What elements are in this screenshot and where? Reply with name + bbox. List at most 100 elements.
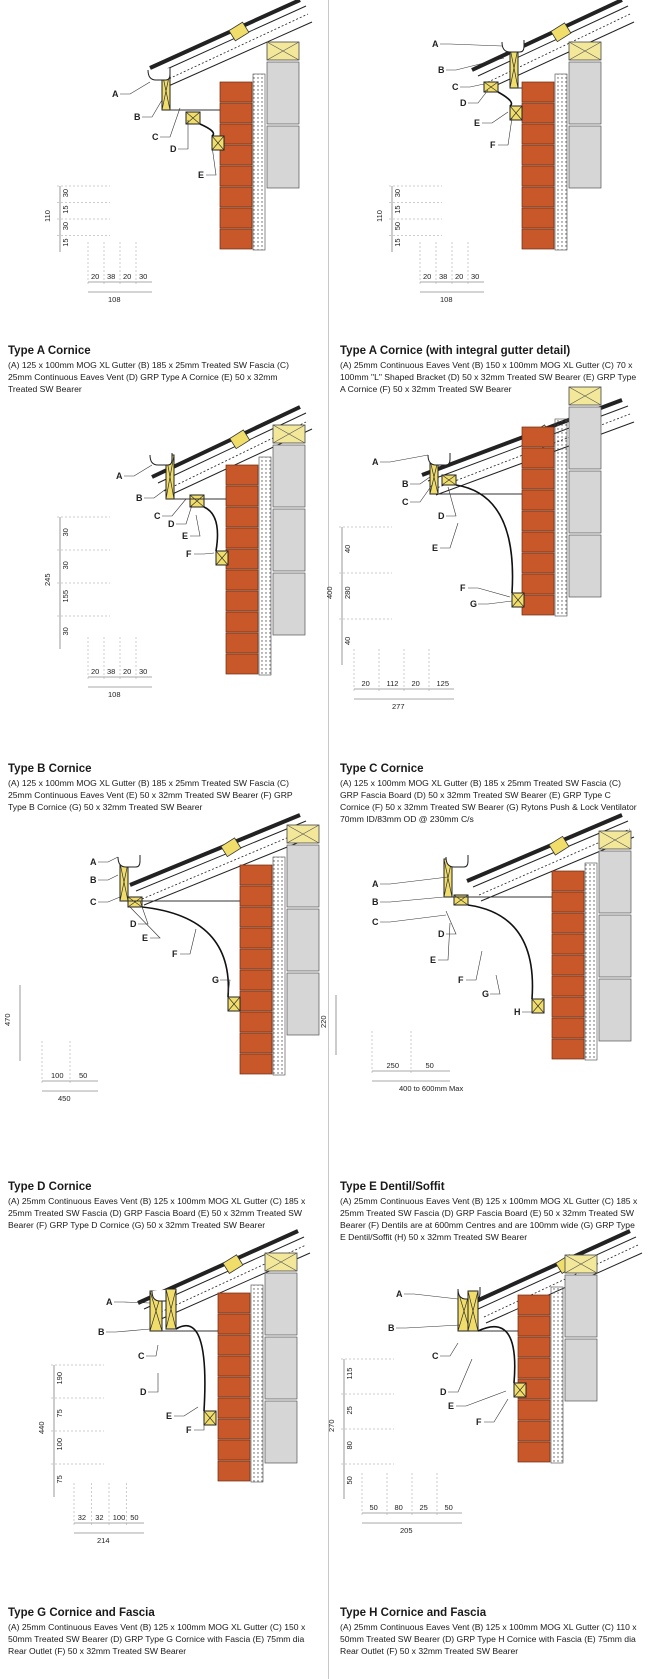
caption: Type G Cornice and Fascia (A) 25mm Conti… bbox=[8, 1607, 308, 1657]
dim-horizontal-total: 214 bbox=[97, 1536, 110, 1545]
leader-line bbox=[490, 974, 501, 995]
leader-line bbox=[445, 910, 457, 935]
dim-horizontal: 32 bbox=[95, 1513, 103, 1522]
leader-line bbox=[380, 914, 447, 923]
panel-title: Type G Cornice and Fascia bbox=[8, 1607, 155, 1619]
dim-horizontal: 80 bbox=[395, 1503, 403, 1512]
panel-description: (A) 125 x 100mm MOG XL Gutter (B) 185 x … bbox=[8, 778, 293, 812]
caption: Type C Cornice (A) 125 x 100mm MOG XL Gu… bbox=[340, 763, 640, 825]
dim-vertical: 15 bbox=[393, 238, 402, 246]
dim-horizontal-total: 277 bbox=[392, 702, 405, 711]
block bbox=[568, 534, 602, 598]
leader-line bbox=[380, 454, 429, 463]
leader-line bbox=[160, 107, 181, 138]
wall bbox=[225, 424, 306, 676]
panel-description: (A) 25mm Continuous Eaves Vent (B) 125 x… bbox=[8, 1622, 306, 1656]
leader-line bbox=[410, 476, 431, 485]
brick bbox=[217, 1292, 251, 1314]
callout-e: E bbox=[430, 955, 436, 965]
callout-b: B bbox=[98, 1327, 105, 1337]
callout-c: C bbox=[432, 1351, 439, 1361]
callout-b: B bbox=[438, 65, 445, 75]
dim-vertical: 30 bbox=[393, 189, 402, 197]
panel-title: Type E Dentil/Soffit bbox=[340, 1181, 445, 1193]
brick bbox=[239, 864, 273, 886]
brick bbox=[521, 447, 555, 469]
gutter bbox=[117, 855, 141, 868]
brick bbox=[551, 1038, 585, 1060]
roof-tiles bbox=[129, 813, 301, 887]
brick bbox=[217, 1376, 251, 1398]
brick bbox=[521, 489, 555, 511]
callout-b: B bbox=[134, 112, 141, 122]
dim-horizontal: 20 bbox=[362, 679, 370, 688]
rafter-bottom bbox=[143, 836, 313, 906]
cavity-insulation bbox=[258, 456, 272, 676]
cavity-insulation bbox=[554, 73, 568, 251]
block bbox=[266, 125, 300, 189]
callout-b: B bbox=[90, 875, 97, 885]
callout-b: B bbox=[136, 493, 143, 503]
brick bbox=[225, 632, 259, 654]
block bbox=[264, 1272, 298, 1336]
callout-c: C bbox=[154, 511, 161, 521]
brick bbox=[517, 1357, 551, 1379]
dim-vertical: 115 bbox=[345, 1368, 354, 1380]
leader-line bbox=[174, 1406, 199, 1417]
brick bbox=[517, 1399, 551, 1421]
wall bbox=[217, 1252, 298, 1483]
leader-line bbox=[106, 1328, 151, 1333]
bearer-lower-cross bbox=[203, 1410, 217, 1426]
dim-horizontal: 100 bbox=[51, 1071, 64, 1080]
leader-line bbox=[124, 464, 153, 477]
brick bbox=[219, 165, 253, 187]
dim-horizontal-total: 108 bbox=[440, 295, 453, 304]
bearer-lower-cross bbox=[511, 592, 525, 608]
dim-vertical: 30 bbox=[61, 222, 70, 230]
brick bbox=[219, 228, 253, 250]
leader-line bbox=[114, 1301, 151, 1304]
dim-horizontal: 32 bbox=[78, 1513, 86, 1522]
wall-plate-cross bbox=[272, 424, 306, 444]
leader-line bbox=[396, 1324, 461, 1329]
leader-line bbox=[180, 928, 197, 955]
brick bbox=[551, 933, 585, 955]
panel-title: Type A Cornice bbox=[8, 345, 91, 357]
gutter bbox=[501, 40, 525, 53]
rafter-top bbox=[477, 5, 629, 77]
panel-title: Type D Cornice bbox=[8, 1181, 92, 1193]
leader-line bbox=[142, 99, 163, 118]
brick bbox=[521, 102, 555, 124]
block bbox=[286, 972, 320, 1036]
felt bbox=[161, 13, 309, 83]
callout-d: D bbox=[440, 1387, 447, 1397]
leader-line bbox=[194, 552, 215, 555]
brick bbox=[521, 165, 555, 187]
bearer-cross bbox=[467, 1290, 479, 1332]
leader-line bbox=[206, 145, 217, 176]
dim-horizontal-total: 205 bbox=[400, 1526, 413, 1535]
leader-line bbox=[162, 498, 187, 517]
brick bbox=[551, 870, 585, 892]
brick bbox=[225, 548, 259, 570]
leader-line bbox=[404, 1293, 459, 1300]
brick bbox=[551, 975, 585, 997]
callout-f: F bbox=[172, 949, 178, 959]
callout-e: E bbox=[448, 1401, 454, 1411]
callout-b: B bbox=[388, 1323, 395, 1333]
dim-horizontal-total: 108 bbox=[108, 690, 121, 699]
wall bbox=[521, 41, 602, 251]
brick bbox=[551, 891, 585, 913]
brick bbox=[239, 906, 273, 928]
brick bbox=[239, 1053, 273, 1075]
callout-g: G bbox=[212, 975, 219, 985]
leader-line bbox=[478, 600, 513, 605]
wall bbox=[517, 1254, 598, 1464]
panel-title: Type H Cornice and Fascia bbox=[340, 1607, 487, 1619]
brick bbox=[225, 569, 259, 591]
